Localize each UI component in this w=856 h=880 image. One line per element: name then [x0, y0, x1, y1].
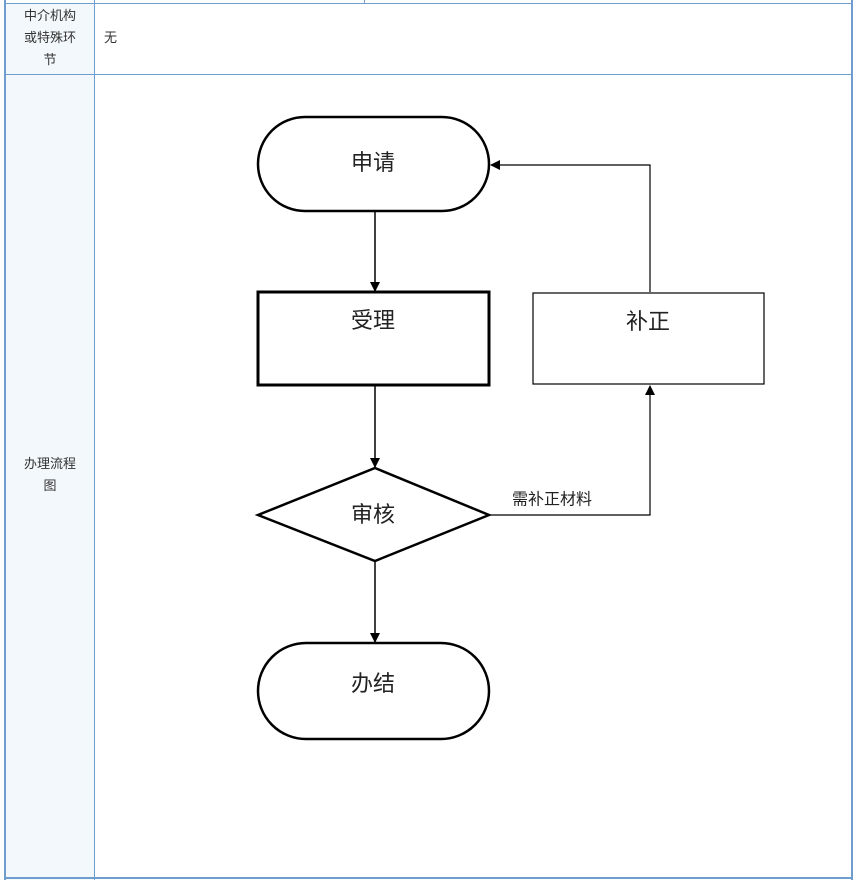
node-review-label: 审核 — [351, 503, 395, 528]
node-apply: 申请 — [256, 115, 491, 213]
node-complete-label: 办结 — [351, 672, 395, 697]
label-line: 节 — [43, 53, 57, 68]
table-border-left — [4, 0, 6, 880]
table-border-bottom — [4, 877, 853, 879]
edge-review-supplement — [490, 385, 655, 516]
label-line: 或特殊环 — [23, 31, 76, 46]
node-complete: 办结 — [256, 641, 491, 741]
edge-supplement-apply — [490, 160, 651, 292]
row-value-intermediary: 无 — [104, 31, 118, 46]
label-line: 办理流程 — [23, 457, 76, 472]
node-apply-label: 申请 — [351, 151, 395, 176]
label-cell-intermediary — [6, 4, 94, 74]
table-border-top — [4, 3, 852, 4]
row-label-intermediary: 中介机构 或特殊环 节 — [6, 6, 94, 72]
table-border-top-divider — [364, 0, 365, 4]
node-accept-label: 受理 — [351, 309, 395, 334]
node-supplement-label: 补正 — [626, 310, 670, 335]
node-accept: 受理 — [256, 290, 491, 387]
table-border-right — [851, 0, 853, 880]
label-line: 图 — [43, 479, 57, 494]
table-row-separator — [4, 74, 853, 75]
edge-label-needs-supplement: 需补正材料 — [512, 490, 592, 509]
table-column-divider — [94, 0, 95, 880]
row-label-flowchart: 办理流程 图 — [6, 454, 94, 498]
label-cell-flowchart — [6, 75, 94, 880]
label-line: 中介机构 — [23, 9, 76, 24]
node-review: 审核 — [254, 466, 493, 563]
node-supplement: 补正 — [532, 292, 765, 385]
